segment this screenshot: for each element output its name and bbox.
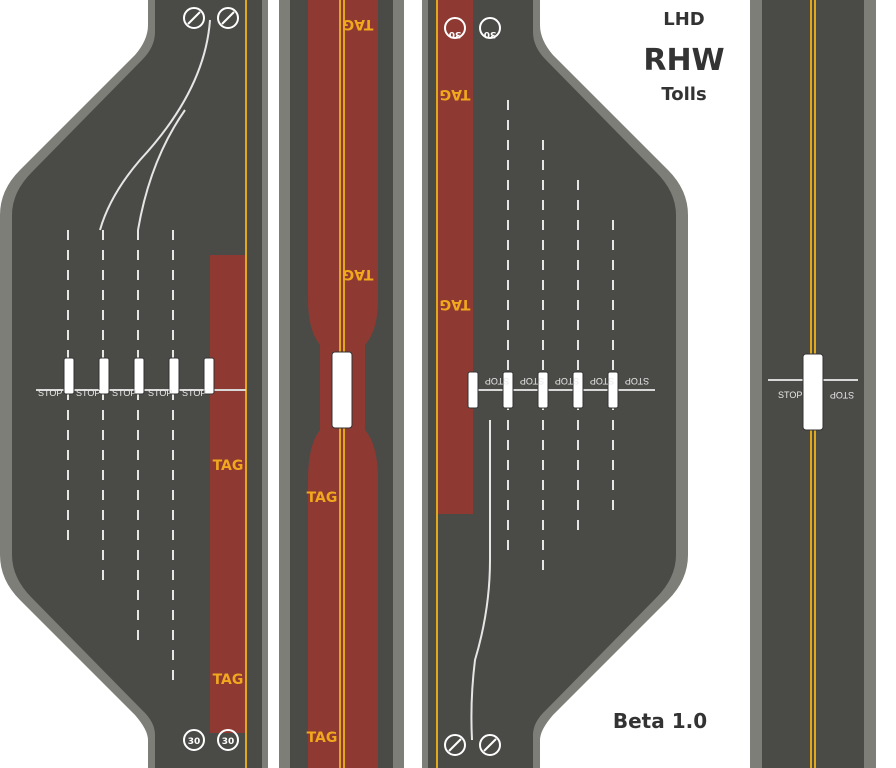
tag-marking: TAG [440,296,471,312]
stop-marking: STOP [182,388,206,398]
svg-text:30: 30 [449,29,462,39]
plaza-panel-4: STOP STOP [750,0,876,768]
toll-booth [331,351,353,429]
tag-marking: TAG [307,490,338,506]
tag-lane-1 [210,255,246,733]
plaza-panel-1: STOP STOP STOP STOP STOP TAG TAG 30 30 [0,0,268,768]
stop-marking: STOP [555,376,579,386]
speed-sign: 30 [479,17,501,39]
speed-sign: 30 [217,729,239,751]
header-line-2: RHW [643,43,724,78]
tag-marking: TAG [213,458,244,474]
speed-sign: 30 [183,729,205,751]
tag-marking: TAG [213,672,244,688]
plaza-panel-2: TAG TAG TAG TAG [279,0,404,768]
stop-marking: STOP [625,376,649,386]
stop-marking: STOP [830,390,854,400]
svg-text:30: 30 [188,737,201,747]
svg-text:30: 30 [484,29,497,39]
tag-lane-3 [437,0,473,514]
tag-marking: TAG [307,730,338,746]
stop-marking: STOP [76,388,100,398]
stop-marking: STOP [778,390,802,400]
plaza-panel-3: STOP STOP STOP STOP STOP TAG TAG 30 30 [422,0,688,768]
tag-marking: TAG [343,16,374,32]
no-entry-icon [479,734,501,756]
header-line-3: Tolls [661,84,706,105]
no-entry-icon [183,7,205,29]
no-entry-icon [217,7,239,29]
version-label: Beta 1.0 [613,709,707,733]
stop-marking: STOP [38,388,62,398]
no-entry-icon [444,734,466,756]
speed-sign: 30 [444,17,466,39]
stop-marking: STOP [148,388,172,398]
toll-booth [802,353,824,431]
stop-marking: STOP [112,388,136,398]
tag-marking: TAG [440,86,471,102]
tag-marking: TAG [343,266,374,282]
header-line-1: LHD [663,9,704,30]
stop-marking: STOP [520,376,544,386]
stop-marking: STOP [485,376,509,386]
svg-text:30: 30 [222,737,235,747]
stop-marking: STOP [590,376,614,386]
